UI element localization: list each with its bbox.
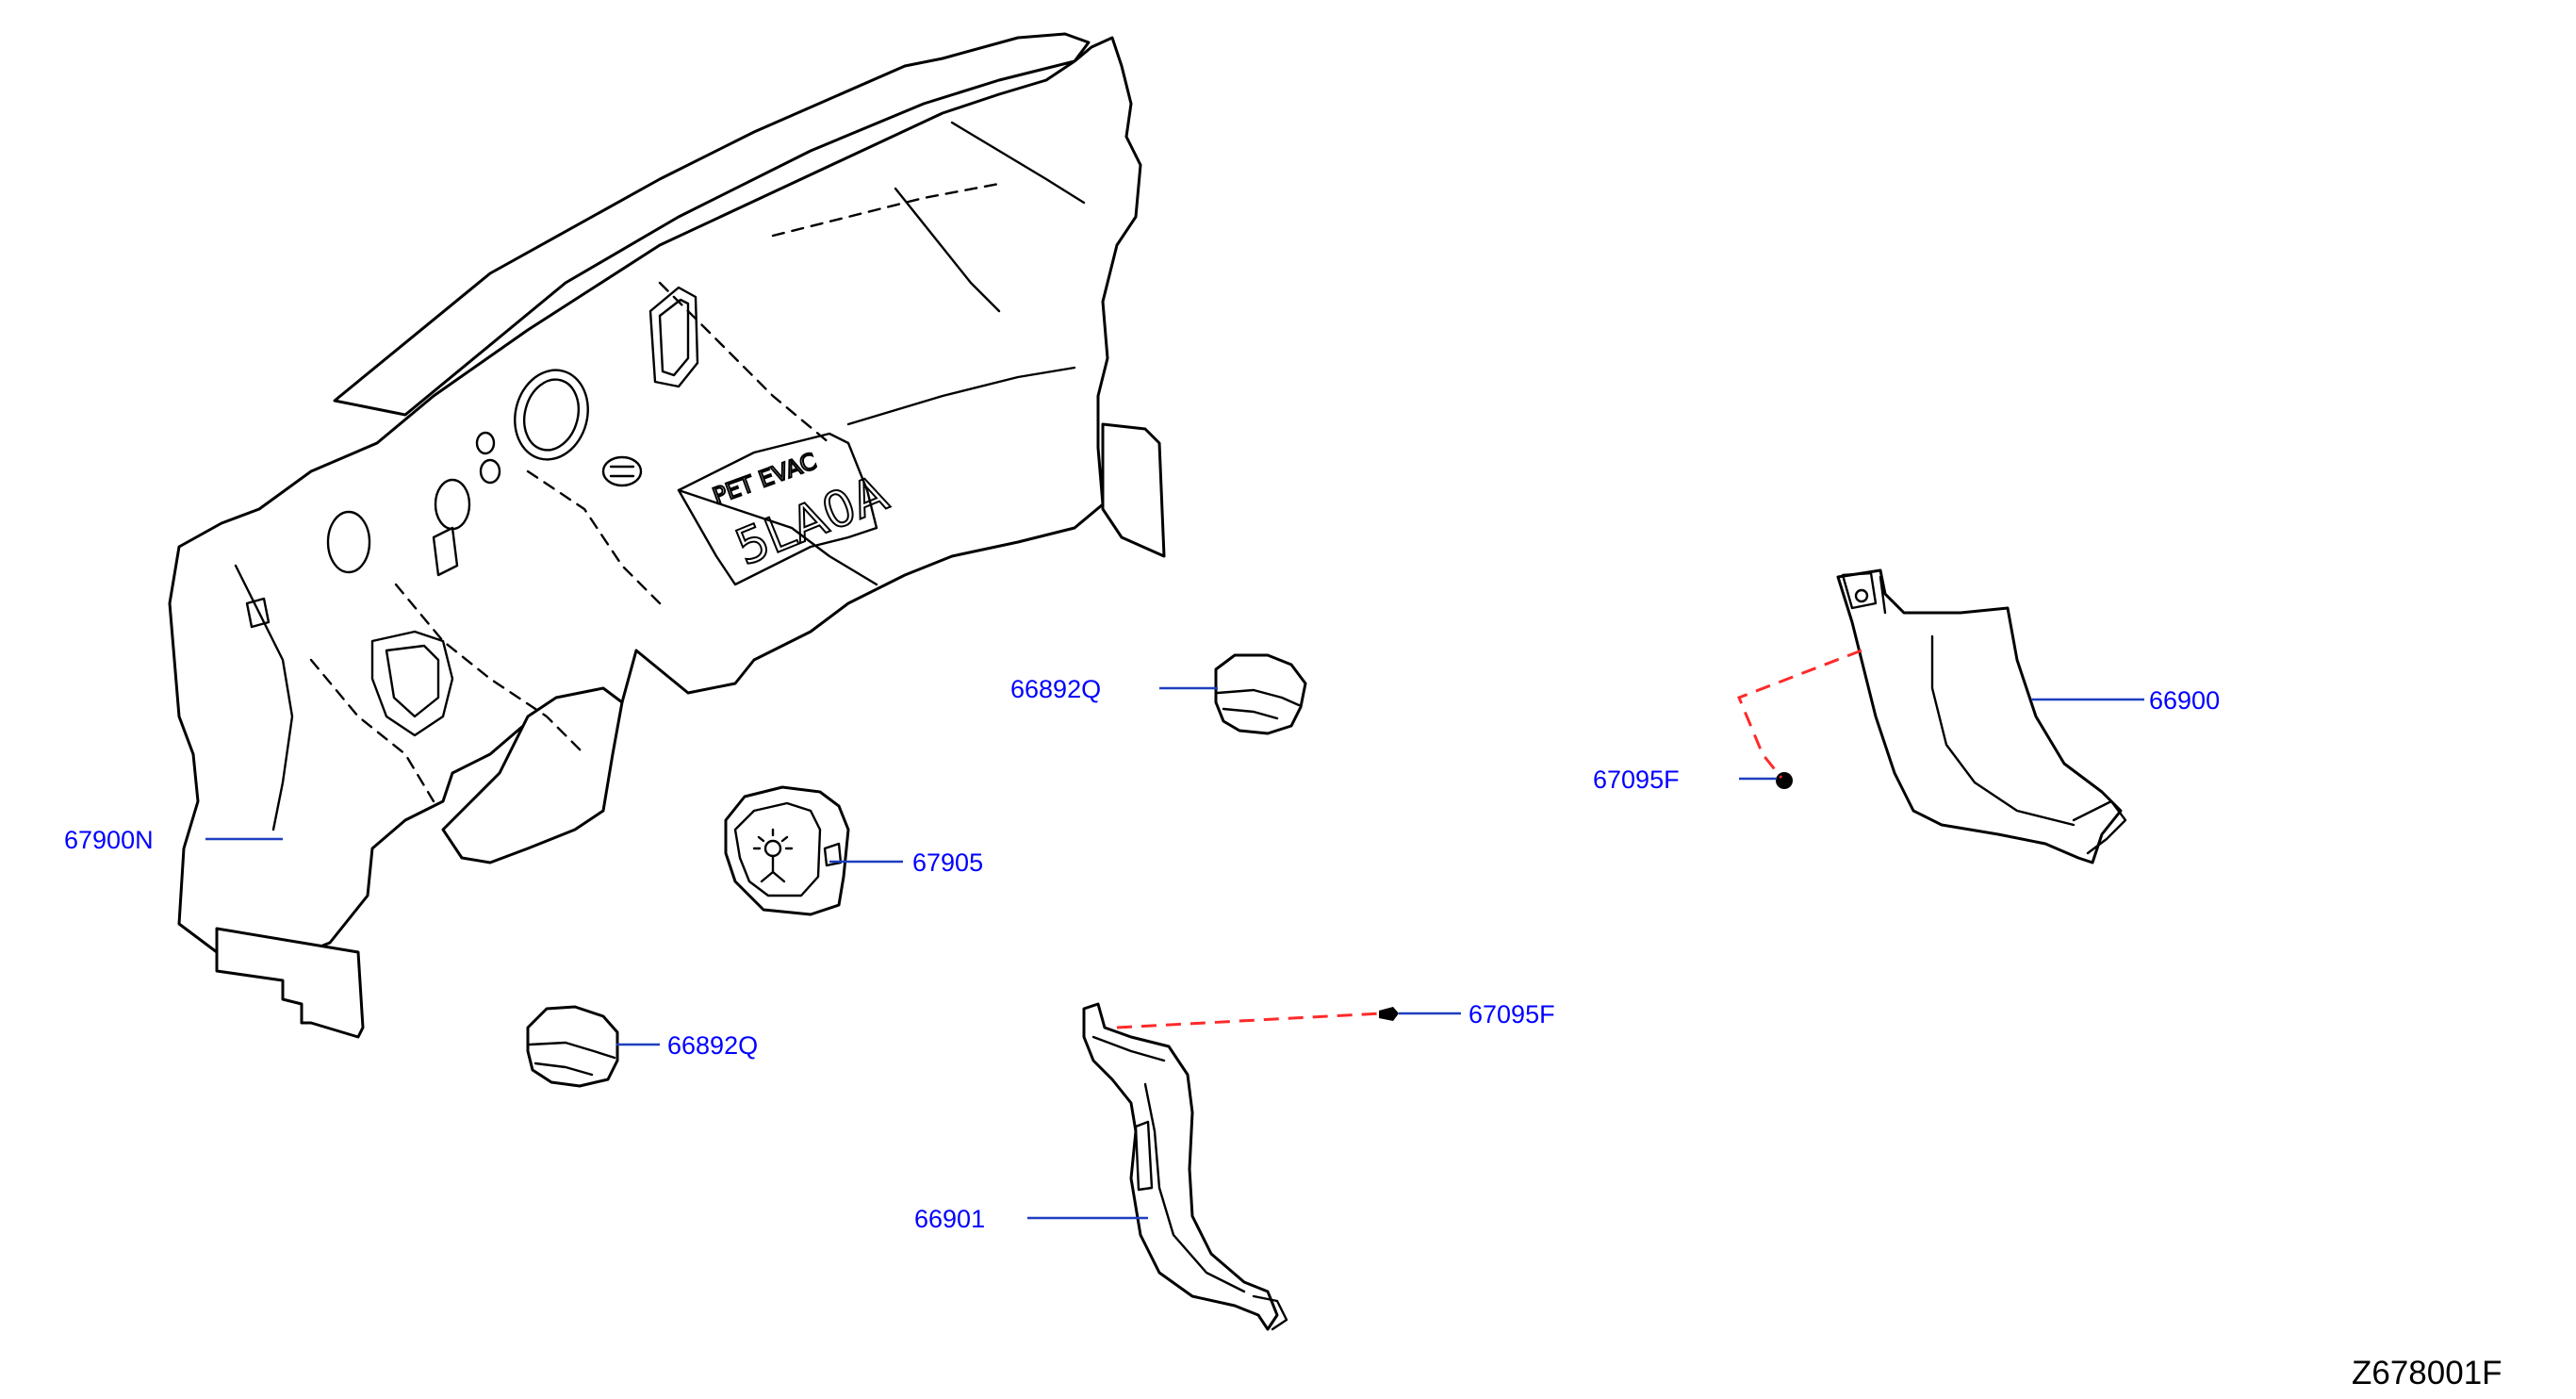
label-clip-right[interactable]: 67095F <box>1593 765 1680 794</box>
dash-insulator-slot-vertical-inner <box>658 298 690 377</box>
dash-insulator-body <box>168 36 1142 963</box>
dash-insulator-square-cutout <box>432 526 459 577</box>
dash-insulator-hole-large-inner <box>523 378 580 452</box>
diagram-id-label: Z678001F <box>2352 1355 2502 1391</box>
cowl-side-right-tab <box>1841 571 1878 610</box>
label-pad-lower[interactable]: 66892Q <box>667 1031 758 1060</box>
clip-left-part[interactable] <box>1379 1007 1399 1021</box>
dash-insulator-grommet-lines <box>609 465 635 478</box>
dash-insulator-grommet <box>601 455 643 487</box>
cowl-side-right-inner-1 <box>1930 634 2076 827</box>
dash-insulator-hole-left-1 <box>326 510 371 574</box>
dash-insulator-seam-4 <box>309 658 435 803</box>
clip-right-head <box>1776 772 1793 789</box>
dash-insulator-small-tab <box>245 597 271 629</box>
label-pad-upper[interactable]: 66892Q <box>1010 675 1101 703</box>
install-line-right <box>1737 649 1862 779</box>
cowl-side-right-body <box>1836 568 2123 864</box>
pad-upper-part[interactable] <box>1214 653 1307 735</box>
cowl-side-left-body <box>1082 1002 1279 1331</box>
dash-insulator-seam-5 <box>771 182 1001 238</box>
dash-insulator-top-lip <box>333 32 1091 417</box>
cowl-side-left-inner-2 <box>1091 1035 1166 1062</box>
dash-insulator-inner-line-2 <box>677 488 878 586</box>
center-insulator-stem <box>760 854 786 883</box>
cowl-side-left-inner-1 <box>1143 1082 1246 1293</box>
pad-upper-fold-2 <box>1222 707 1279 720</box>
pad-upper-body <box>1214 653 1307 735</box>
label-cowl-right[interactable]: 66900 <box>2149 686 2220 715</box>
center-insulator-part[interactable] <box>724 785 850 916</box>
cowl-side-left-foot <box>1252 1294 1288 1331</box>
cowl-side-left-part[interactable] <box>1082 1002 1288 1331</box>
cowl-side-left-slot <box>1134 1120 1154 1192</box>
dash-insulator-emboss-panel <box>677 432 878 586</box>
dash-insulator-right-flap <box>1101 422 1166 558</box>
dash-insulator-slot-vertical <box>648 286 699 388</box>
dash-insulator-seam-1 <box>394 583 586 756</box>
dash-insulator-lower-tongue <box>441 686 624 864</box>
center-insulator-hole-rays <box>752 828 794 850</box>
clip-left-head <box>1379 1007 1399 1021</box>
cowl-side-right-clip-hole <box>1854 588 1869 603</box>
label-insulator-center[interactable]: 67905 <box>912 848 983 877</box>
install-line-left <box>1116 1012 1382 1029</box>
label-insulator-dash[interactable]: 67900N <box>64 826 154 854</box>
pad-upper-fold <box>1216 688 1301 707</box>
cowl-side-right-part[interactable] <box>1836 568 2127 864</box>
dash-insulator-lower-flap <box>215 927 365 1039</box>
dash-insulator-inner-line-3 <box>846 366 1076 426</box>
cowl-side-right-foot <box>2072 799 2127 855</box>
center-insulator-body <box>724 785 850 916</box>
dash-insulator-inner-line-4 <box>894 187 1001 313</box>
pad-lower-part[interactable] <box>526 1005 619 1088</box>
label-clip-left[interactable]: 67095F <box>1468 1000 1555 1029</box>
dash-insulator-part[interactable]: PET EVAC 5LA0A <box>168 32 1166 1039</box>
dash-insulator-seam-3 <box>526 469 662 605</box>
pad-lower-body <box>526 1005 619 1088</box>
dash-insulator-inner-line-1 <box>234 564 294 831</box>
pad-lower-fold <box>528 1041 616 1060</box>
dash-insulator-hole-left-3 <box>479 458 501 485</box>
label-cowl-left[interactable]: 66901 <box>914 1205 985 1233</box>
dash-insulator-inner-line-5 <box>950 121 1086 205</box>
clip-right-part[interactable] <box>1776 772 1793 789</box>
pad-lower-fold-2 <box>533 1062 594 1077</box>
dash-insulator-hole-left-4 <box>475 431 496 455</box>
dash-insulator-cup-inner <box>385 644 440 718</box>
dash-insulator-hole-large <box>514 369 589 461</box>
dash-insulator-cup <box>370 630 454 737</box>
center-insulator-inner-edge <box>733 801 822 897</box>
cowl-side-right-inner-2 <box>1879 575 1887 615</box>
